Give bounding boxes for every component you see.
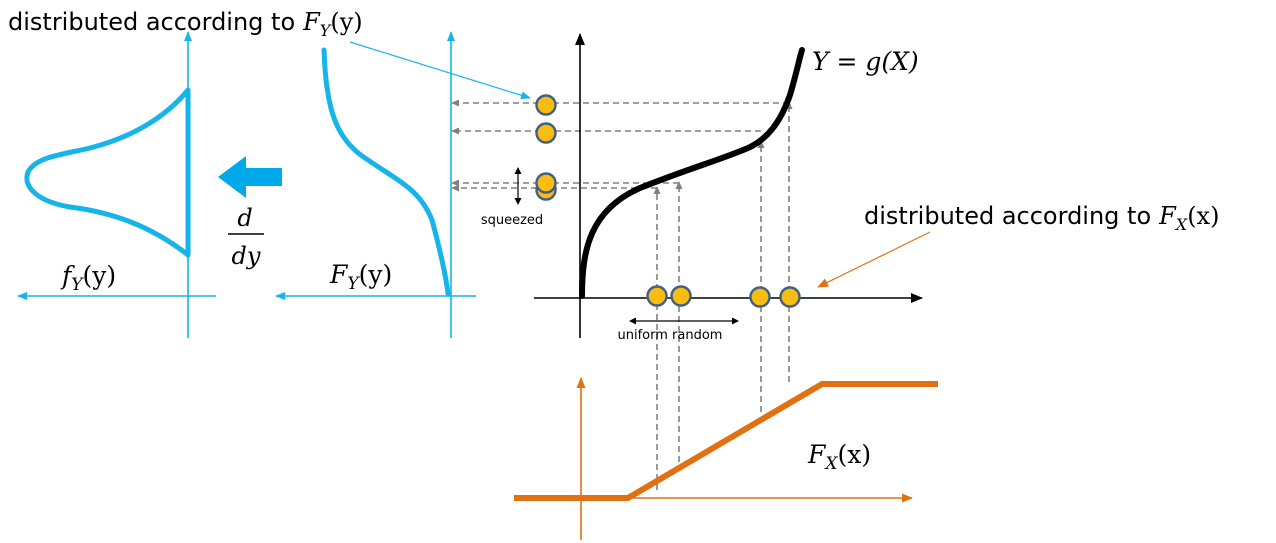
cdf-y-panel: FY(y) [275, 31, 476, 338]
x-dot [749, 286, 771, 308]
transform-label: Y = g(X) [812, 47, 919, 76]
cdf-x-panel: FX(x) [514, 377, 938, 540]
derivative-operator: d dy [228, 204, 264, 270]
pdf-curve [24, 87, 191, 258]
y-dot [535, 122, 557, 144]
svg-text:d: d [237, 204, 252, 232]
pdf-label: fY(y) [60, 261, 116, 295]
svg-text:uniform random: uniform random [618, 328, 723, 343]
y-dot [535, 94, 557, 116]
transform-panel: Y = g(X) [534, 33, 923, 338]
right-annotation-pointer [817, 231, 931, 288]
pdf-panel: fY(y) [17, 31, 216, 338]
x-dot [779, 286, 801, 308]
cdf-x-curve [514, 381, 938, 501]
cdf-y-label: FY(y) [329, 260, 392, 294]
svg-text:dy: dy [232, 242, 261, 270]
x-dots [646, 285, 801, 308]
squeezed-indicator: squeezed [481, 167, 543, 228]
x-dot [670, 285, 692, 307]
uniform-random-indicator: uniform random [618, 317, 739, 343]
svg-text:squeezed: squeezed [481, 213, 543, 228]
cdf-x-label: FX(x) [807, 440, 871, 474]
cdf-y-curve [321, 47, 451, 297]
transform-curve [579, 47, 805, 299]
derivative-arrow-icon [218, 156, 282, 198]
y-dot [535, 172, 557, 194]
y-dots [535, 94, 557, 201]
projection-arrowheads [451, 99, 793, 194]
top-annotation-pointer [349, 41, 531, 100]
x-dot [646, 285, 668, 307]
